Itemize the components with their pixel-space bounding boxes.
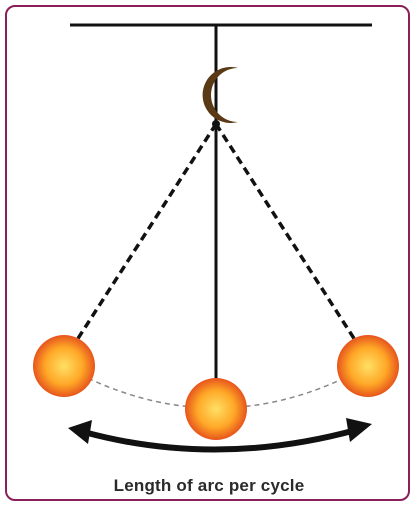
crescent-hook-icon (203, 67, 238, 123)
right-bob-icon (337, 335, 399, 397)
arc-arrow-left-head-icon (68, 420, 92, 444)
center-bob-icon (185, 378, 247, 440)
left-bob-icon (33, 335, 95, 397)
right-string-dashed (216, 124, 364, 354)
diagram-caption: Length of arc per cycle (0, 476, 418, 496)
left-string-dashed (68, 124, 216, 354)
arc-arrow-right-head-icon (346, 418, 372, 442)
